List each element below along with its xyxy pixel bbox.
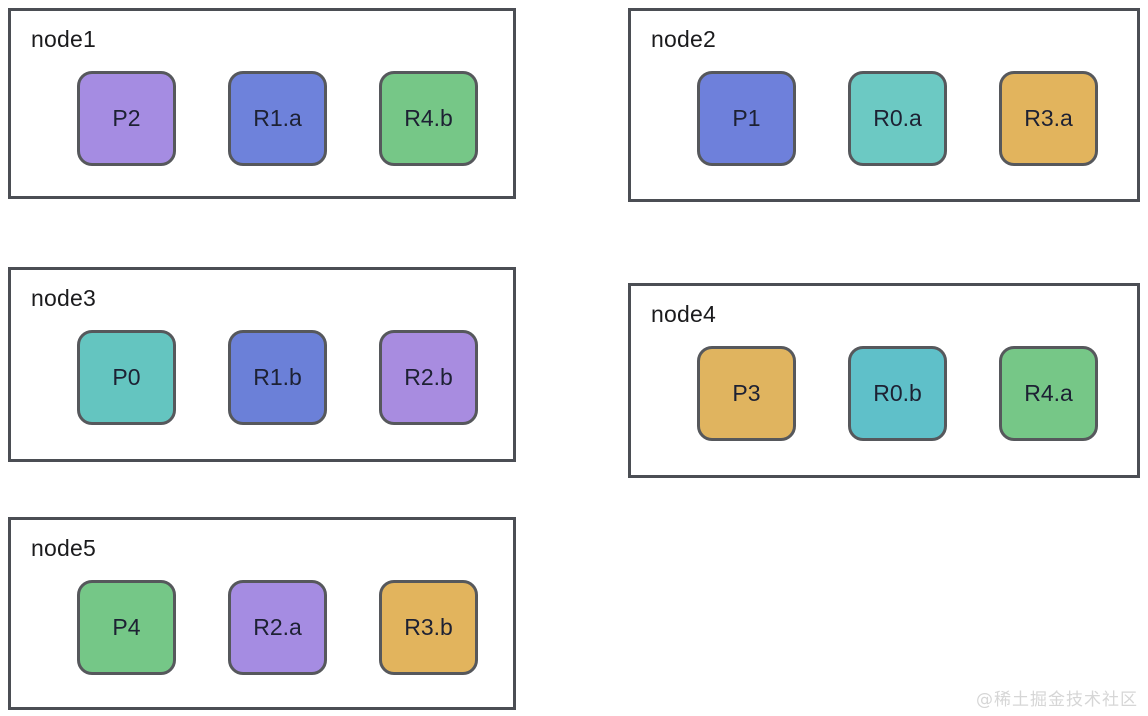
tile-label: P2 bbox=[112, 105, 141, 131]
tile-label: R4.a bbox=[1024, 380, 1073, 406]
node-box-node3: node3 P0 R1.b R2.b bbox=[8, 267, 516, 462]
tile-p2: P2 bbox=[77, 71, 176, 166]
tile-row: P4 R2.a R3.b bbox=[77, 580, 478, 675]
tile-row: P1 R0.a R3.a bbox=[697, 71, 1098, 166]
tile-p4: P4 bbox=[77, 580, 176, 675]
tile-row: P2 R1.a R4.b bbox=[77, 71, 478, 166]
tile-label: R1.a bbox=[253, 105, 302, 131]
tile-row: P3 R0.b R4.a bbox=[697, 346, 1098, 441]
node-box-node2: node2 P1 R0.a R3.a bbox=[628, 8, 1140, 202]
tile-r4a: R4.a bbox=[999, 346, 1098, 441]
watermark: @稀土掘金技术社区 bbox=[976, 690, 1138, 710]
node-title: node3 bbox=[31, 285, 96, 311]
node-title: node1 bbox=[31, 26, 96, 52]
tile-r3b: R3.b bbox=[379, 580, 478, 675]
tile-label: P1 bbox=[732, 105, 761, 131]
tile-label: R2.a bbox=[253, 614, 302, 640]
tile-label: P4 bbox=[112, 614, 141, 640]
tile-label: P3 bbox=[732, 380, 761, 406]
tile-label: R0.b bbox=[873, 380, 922, 406]
tile-r0b: R0.b bbox=[848, 346, 947, 441]
node-box-node4: node4 P3 R0.b R4.a bbox=[628, 283, 1140, 478]
node-box-node5: node5 P4 R2.a R3.b bbox=[8, 517, 516, 710]
tile-p0: P0 bbox=[77, 330, 176, 425]
tile-label: R3.a bbox=[1024, 105, 1073, 131]
tile-label: R2.b bbox=[404, 364, 453, 390]
tile-r0a: R0.a bbox=[848, 71, 947, 166]
tile-label: R1.b bbox=[253, 364, 302, 390]
tile-r4b: R4.b bbox=[379, 71, 478, 166]
tile-label: R3.b bbox=[404, 614, 453, 640]
node-title: node2 bbox=[651, 26, 716, 52]
tile-label: P0 bbox=[112, 364, 141, 390]
tile-r2a: R2.a bbox=[228, 580, 327, 675]
tile-r1b: R1.b bbox=[228, 330, 327, 425]
tile-r2b: R2.b bbox=[379, 330, 478, 425]
tile-r3a: R3.a bbox=[999, 71, 1098, 166]
node-title: node5 bbox=[31, 535, 96, 561]
tile-r1a: R1.a bbox=[228, 71, 327, 166]
node-title: node4 bbox=[651, 301, 716, 327]
tile-p1: P1 bbox=[697, 71, 796, 166]
node-box-node1: node1 P2 R1.a R4.b bbox=[8, 8, 516, 199]
tile-label: R4.b bbox=[404, 105, 453, 131]
tile-p3: P3 bbox=[697, 346, 796, 441]
tile-row: P0 R1.b R2.b bbox=[77, 330, 478, 425]
tile-label: R0.a bbox=[873, 105, 922, 131]
